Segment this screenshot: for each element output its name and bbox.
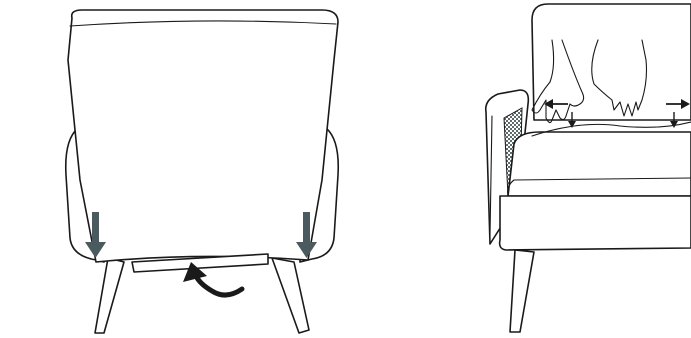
chair-back-view-illustration: [64, 9, 340, 334]
backrest-top-seam: [69, 20, 337, 27]
right-leg: [271, 257, 310, 334]
side-arrow-right-head: [681, 99, 690, 109]
back-cushion-edge: [531, 121, 691, 137]
chair-legs: [94, 257, 310, 334]
chair-backrest: [67, 9, 339, 263]
down-arrow-icon: [670, 112, 678, 128]
chair-back-view-panel: [64, 9, 340, 334]
down-arrow-icon: [85, 212, 106, 258]
down-arrow-right-shaft: [303, 212, 310, 248]
arm-front-edge: [489, 115, 493, 237]
chair-front-view-panel: [470, 0, 691, 338]
side-arrow-icon: [544, 99, 568, 109]
curved-arrow-head: [183, 262, 207, 282]
side-arrow-icon: [666, 99, 690, 109]
side-arrow-left-head: [544, 99, 553, 109]
left-hand: [531, 39, 585, 124]
chair-base: [498, 195, 691, 251]
down-arrow-left-head: [85, 242, 106, 258]
small-down-arrow-right-head: [670, 121, 678, 128]
down-arrow-right-head: [296, 242, 317, 258]
small-down-arrow-left-head: [568, 121, 576, 128]
fabric-flap: [131, 253, 269, 273]
left-leg: [94, 257, 125, 334]
chair-backrest-front: [531, 3, 691, 121]
front-leg: [509, 249, 535, 333]
curved-arrow-icon: [183, 262, 245, 298]
curved-arrow-shaft: [193, 273, 245, 298]
chair-front-view-illustration: [484, 3, 691, 333]
down-arrow-icon: [568, 112, 576, 128]
seat-cushion: [507, 131, 691, 197]
down-arrow-left-shaft: [92, 212, 99, 248]
right-hand: [591, 39, 648, 117]
hand-icon: [531, 39, 648, 124]
down-arrow-icon: [296, 212, 317, 258]
seat-front-seam: [507, 177, 691, 197]
